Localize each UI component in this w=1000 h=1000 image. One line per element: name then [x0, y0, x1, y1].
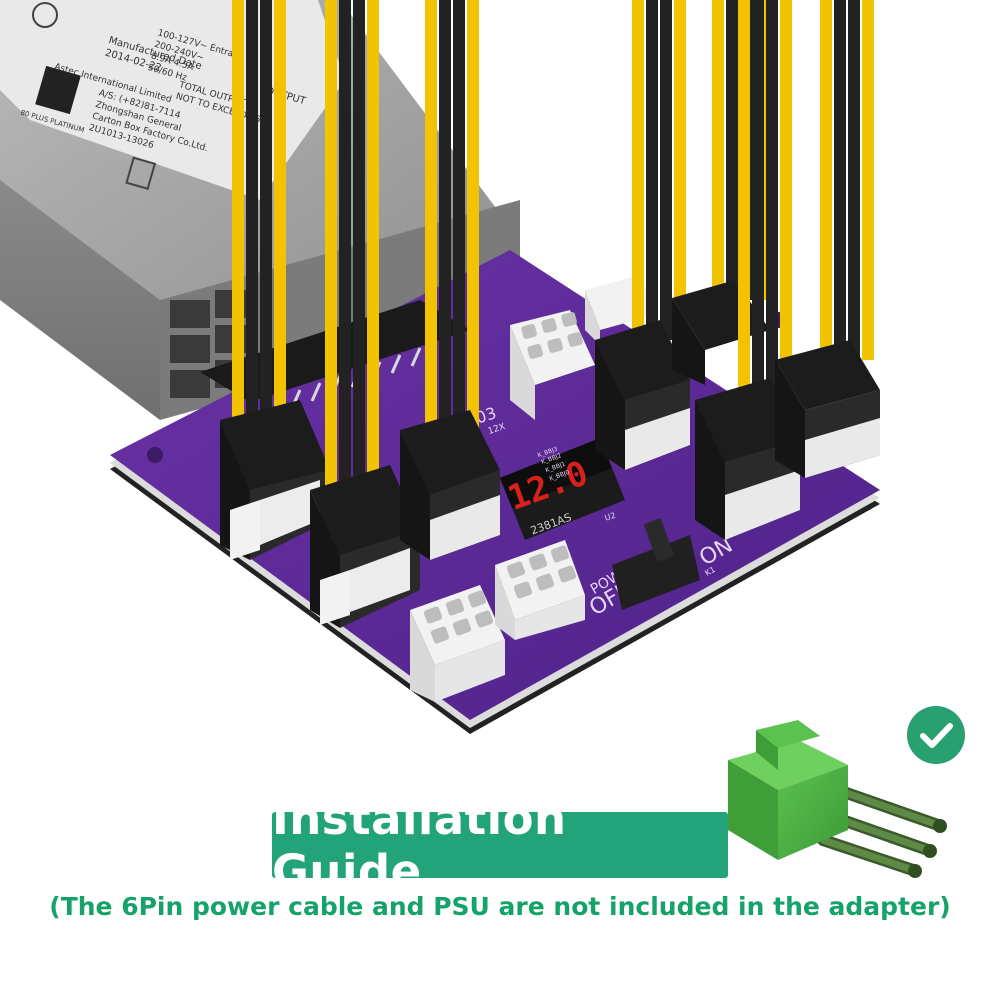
- power-switch: [612, 518, 700, 610]
- plugged-connector: [595, 0, 690, 470]
- switch-ref-label: K1: [703, 565, 716, 578]
- plugged-connector: [695, 0, 800, 540]
- product-scene: Manufactured Date 2014-02-22 Astec Inter…: [0, 0, 880, 734]
- page-title: Installation Guide: [272, 792, 728, 898]
- empty-socket-front-left: [410, 585, 505, 702]
- empty-socket-front-mid: [495, 540, 585, 640]
- plugged-connector: [400, 0, 500, 560]
- plugged-connector: [775, 0, 880, 478]
- check-circle-icon: [907, 706, 965, 764]
- green-6pin-connector-icon: [728, 720, 947, 878]
- empty-socket-back: [510, 310, 595, 420]
- page-subtitle: (The 6Pin power cable and PSU are not in…: [49, 892, 951, 921]
- plugged-connector: [310, 0, 420, 628]
- chip-ref-label: U2: [604, 511, 617, 523]
